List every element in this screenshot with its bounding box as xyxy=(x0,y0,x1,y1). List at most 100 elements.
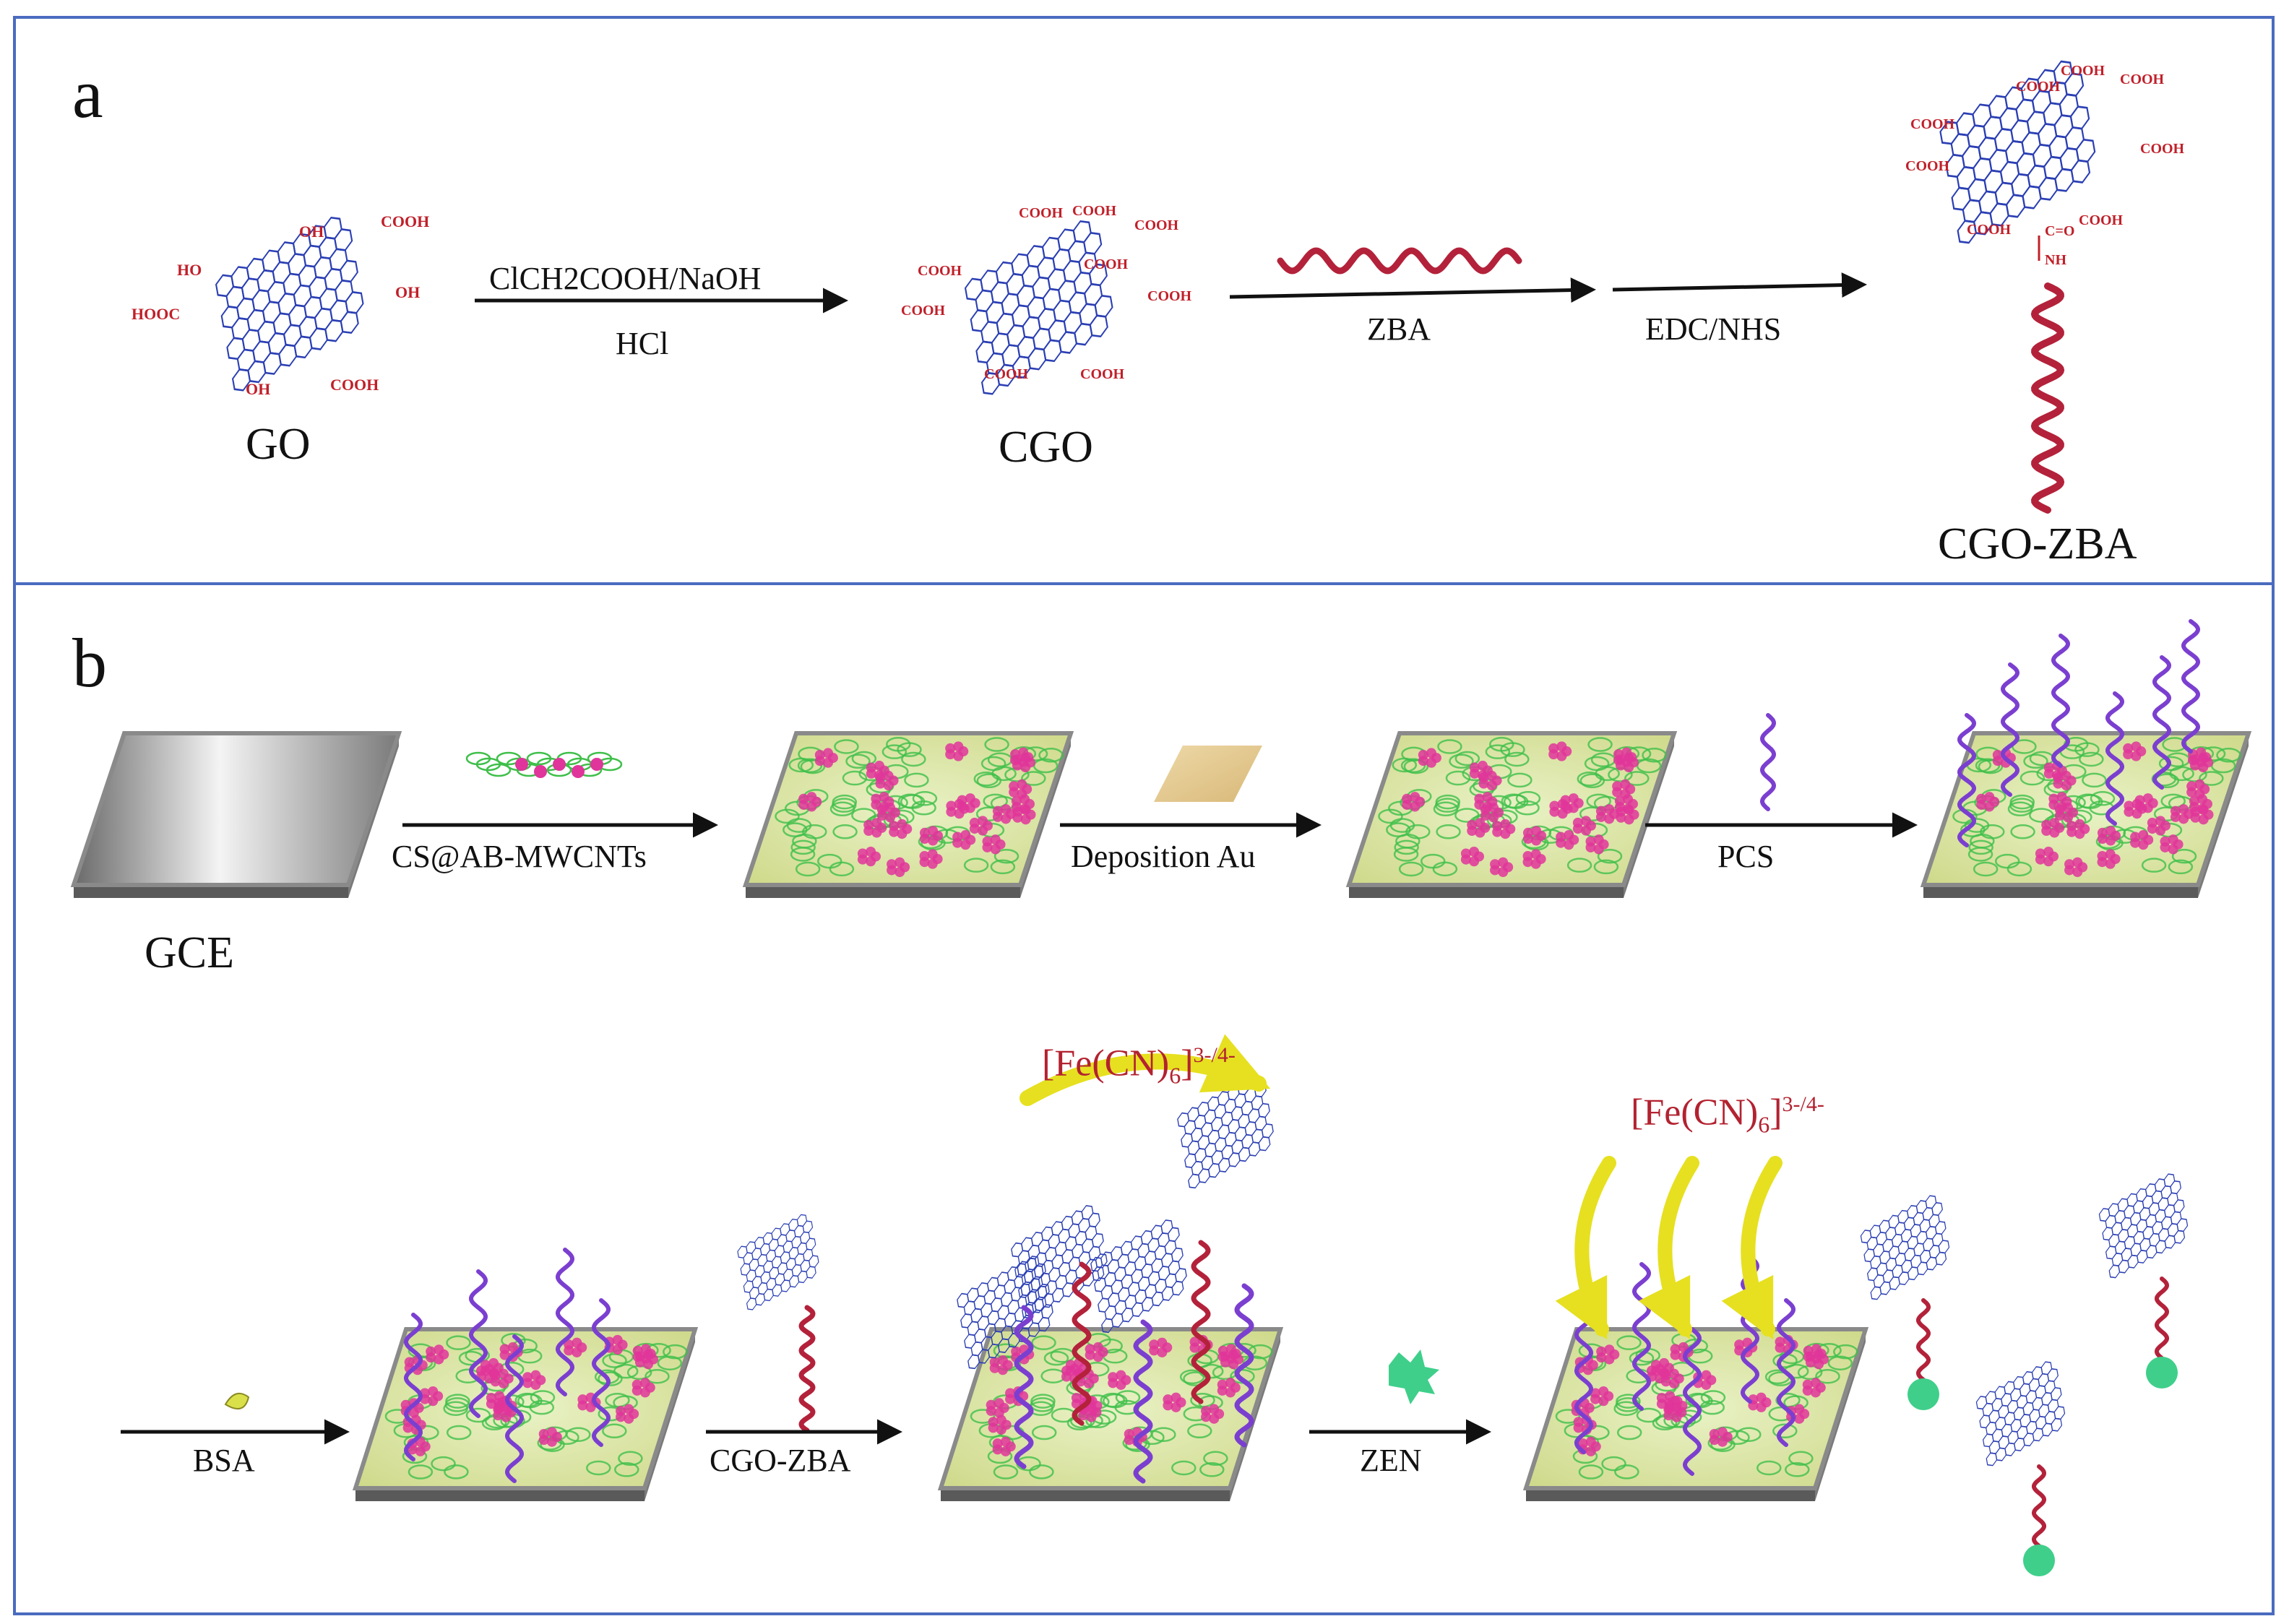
nanoparticle xyxy=(1598,1396,1609,1407)
nanoparticle xyxy=(572,765,585,778)
nanoparticle xyxy=(1612,781,1623,792)
cnt-ring xyxy=(1030,1394,1056,1409)
nanoparticle xyxy=(1656,1393,1667,1404)
nanoparticle-cluster xyxy=(1548,741,1572,761)
nanoparticle xyxy=(1976,793,1987,804)
nanoparticle xyxy=(982,836,993,847)
nanoparticle-cluster xyxy=(1108,1370,1131,1390)
reagent-edc-nhs: EDC/NHS xyxy=(1645,311,1782,347)
nanoparticle-cluster xyxy=(2160,834,2184,855)
nanoparticle xyxy=(1228,1349,1239,1360)
cnt-ring xyxy=(1031,1335,1056,1350)
nanoparticle xyxy=(1492,821,1503,832)
cnt-ring xyxy=(1485,744,1511,759)
nanoparticle xyxy=(1477,761,1488,772)
nanoparticle xyxy=(1650,1360,1661,1370)
nanoparticle xyxy=(871,818,882,829)
zen-aptamer-4 xyxy=(1776,1298,1796,1447)
duplex-0 xyxy=(1014,1305,1034,1469)
nanoparticle-cluster xyxy=(426,1344,449,1365)
nanoparticle xyxy=(965,793,975,804)
nanoparticle xyxy=(1805,1351,1816,1362)
nanoparticle-cluster xyxy=(1012,805,1036,825)
group-cooh: COOH xyxy=(1072,203,1117,219)
nanoparticle xyxy=(2066,821,2077,832)
nanoparticle xyxy=(2178,804,2189,815)
nanoparticle xyxy=(1000,1446,1011,1456)
nanoparticle xyxy=(2043,846,2054,857)
cnt-ring xyxy=(1827,1355,1853,1370)
nanoparticle xyxy=(2190,806,2201,817)
nanoparticle xyxy=(434,1354,444,1365)
group-cooh: COOH xyxy=(1080,366,1125,382)
nanoparticle xyxy=(1488,803,1499,813)
nanoparticle xyxy=(1001,804,1012,815)
cgo-zba-graphene-sheet xyxy=(1939,60,2096,244)
reagent-clch2cooh-naoh: ClCH2COOH/NaOH xyxy=(489,261,762,296)
cnt-ring xyxy=(991,766,1017,782)
nanoparticle-cluster xyxy=(522,1370,546,1390)
group-cooh: COOH xyxy=(1967,222,2012,238)
cnt-ring xyxy=(851,808,876,823)
duplex-4 xyxy=(1234,1283,1254,1448)
nanoparticle xyxy=(1581,825,1592,836)
nanoparticle xyxy=(1402,793,1413,804)
pcs-aptamer-4 xyxy=(2152,655,2172,790)
cnt-ring xyxy=(486,763,512,777)
nanoparticle xyxy=(1225,1387,1236,1398)
cnt-ring xyxy=(1555,1409,1581,1424)
nanoparticle xyxy=(978,825,988,836)
nanoparticle xyxy=(546,1427,557,1438)
nanoparticle xyxy=(2189,754,2200,765)
nanoparticle xyxy=(522,1372,533,1383)
nanoparticle xyxy=(1498,857,1509,868)
nanoparticle xyxy=(1548,743,1559,753)
electrode-bsa xyxy=(352,1327,699,1501)
cnt-ring xyxy=(984,737,1009,752)
cnt-ring xyxy=(1392,757,1418,773)
nanoparticle xyxy=(1614,795,1625,806)
nanoparticle xyxy=(1984,801,1995,812)
nanoparticle-cluster xyxy=(2123,741,2147,761)
nanoparticle xyxy=(415,1446,426,1456)
nanoparticle xyxy=(2041,819,2052,830)
nanoparticle xyxy=(876,804,887,815)
group-hooc: HOOC xyxy=(132,305,180,323)
probe-main: [Fe(CN) xyxy=(1631,1092,1759,1133)
nanoparticle xyxy=(1171,1392,1181,1403)
cnt-ring xyxy=(1021,771,1046,786)
nanoparticle xyxy=(1556,741,1567,752)
panel-b-label: b xyxy=(72,624,107,701)
pcs-aptamer-2 xyxy=(2051,634,2071,768)
nanoparticle xyxy=(546,1436,557,1447)
nanoparticle-cluster xyxy=(2064,857,2088,878)
cnt-ring xyxy=(602,1353,627,1368)
nanoparticle-cluster xyxy=(2041,818,2065,838)
step-cgo-zba: CGO-ZBA xyxy=(710,1443,851,1478)
nanoparticle-cluster xyxy=(1522,826,1547,846)
cnt-ring xyxy=(1454,808,1480,823)
cnt-ring xyxy=(445,1394,470,1409)
nanoparticle-cluster xyxy=(1585,834,1609,855)
nanoparticle xyxy=(1775,1336,1785,1347)
probe-arrow-4 xyxy=(1721,1156,1783,1340)
nanoparticle xyxy=(2198,752,2209,763)
nanoparticle xyxy=(2168,834,2178,845)
bound-cgo-sheet-3 xyxy=(1177,1075,1274,1189)
probe-sup: 3-/4- xyxy=(1782,1092,1824,1116)
nanoparticle-cluster xyxy=(1217,1378,1241,1398)
step-zen: ZEN xyxy=(1360,1443,1422,1478)
nanoparticle xyxy=(2198,762,2209,773)
released-aptamer-0 xyxy=(1916,1298,1931,1382)
nanoparticle xyxy=(1595,805,1606,816)
cnt-ring xyxy=(1973,861,1999,877)
nanoparticle-cluster xyxy=(538,1427,562,1447)
cnt-ring xyxy=(1785,1462,1810,1477)
nanoparticle-cluster xyxy=(2054,803,2078,823)
pcs-aptamer-1 xyxy=(2000,662,2020,797)
cnt-ring xyxy=(602,1423,627,1439)
cnt-ring xyxy=(431,1456,456,1472)
step-deposition-au: Deposition Au xyxy=(1071,839,1256,874)
nanoparticle-cluster xyxy=(1595,804,1620,824)
nanoparticle xyxy=(2074,829,2085,839)
